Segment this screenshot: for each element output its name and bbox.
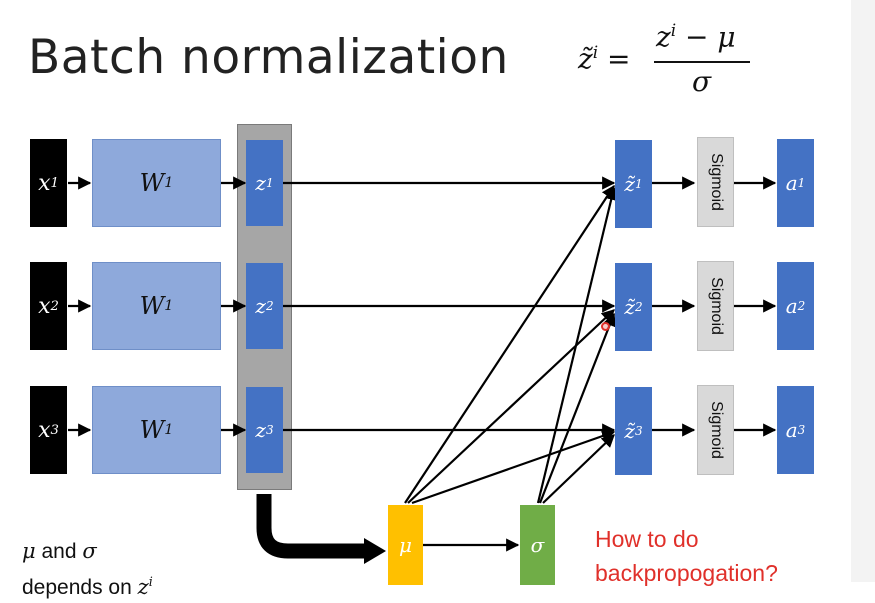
formula-denominator: σ: [692, 65, 712, 98]
fraction-bar: [654, 61, 750, 63]
arrow-mu-zt1: [404, 184, 615, 504]
slide: Batch normalization z̃i = zi − μ σ: [22, 0, 875, 599]
pointer-cursor: [601, 322, 610, 331]
mu-node: μ: [388, 505, 423, 585]
window-edge: [851, 0, 875, 582]
sigmoid-box-1: Sigmoid: [697, 137, 734, 227]
node-z-tilde2: z̃2: [615, 263, 652, 351]
arrow-mu-zt3: [411, 429, 616, 505]
question-line2: backpropogation?: [595, 560, 778, 586]
dependency-note: μ and σ depends on zi: [22, 536, 153, 603]
note-line2: depends on zi: [22, 574, 153, 599]
sigmoid-box-3: Sigmoid: [697, 385, 734, 475]
backprop-question: How to do backpropogation?: [595, 522, 778, 590]
arrow-sigma-zt2: [538, 312, 616, 504]
connection-arrows: [68, 176, 777, 564]
sigmoid-box-2: Sigmoid: [697, 261, 734, 351]
arrow-mu-zt2: [407, 309, 615, 504]
big-arrow-to-mu: [256, 494, 368, 559]
slide-title: Batch normalization: [28, 30, 509, 85]
sigma-node: σ: [520, 505, 555, 585]
question-line1: How to do: [595, 526, 699, 552]
big-arrow-head: [364, 538, 386, 564]
formula-numerator: zi − μ: [656, 20, 736, 54]
formula-lhs: z̃i =: [578, 42, 631, 76]
node-z-tilde1: z̃1: [615, 140, 652, 228]
arrow-sigma-zt3: [542, 434, 615, 504]
note-line1: μ and σ: [22, 539, 97, 563]
arrow-sigma-zt1: [536, 186, 618, 504]
node-z-tilde3: z̃3: [615, 387, 652, 475]
